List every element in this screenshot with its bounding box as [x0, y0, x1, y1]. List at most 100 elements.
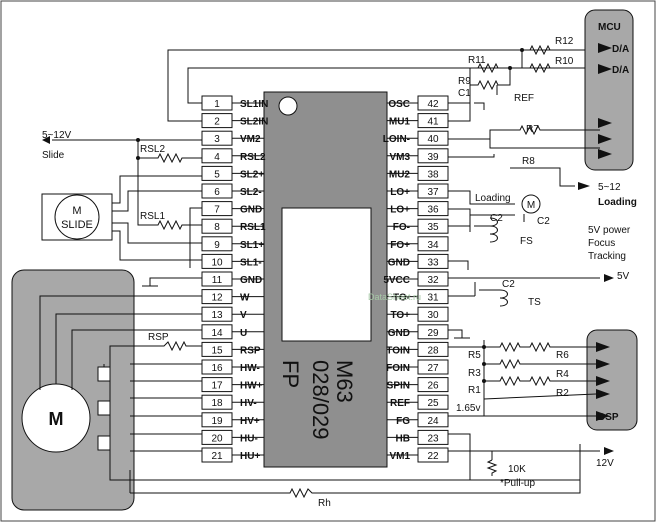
wire-r7-loop [489, 139, 600, 149]
mcu-arrow-4 [598, 134, 612, 144]
wire-gnd33 [448, 260, 469, 270]
pin-number: 4 [214, 152, 220, 163]
label-12v: 12V [596, 458, 614, 469]
pin-name: U [240, 328, 247, 339]
label-power3: Tracking [588, 251, 626, 262]
dsp-arrow-5 [596, 411, 610, 421]
label-loading-motor: Loading [475, 193, 511, 204]
dsp-arrow-3 [596, 376, 610, 386]
pin-name: 5VCC [383, 275, 410, 286]
pin-name: TO+ [390, 310, 410, 321]
slide-motor-name: SLIDE [61, 219, 93, 231]
label-r10: R10 [555, 56, 574, 67]
wire-lo1 [448, 190, 515, 205]
pin-name: RSL2 [240, 152, 266, 163]
label-r8: R8 [522, 156, 535, 167]
wire-hb [448, 433, 471, 480]
right-pin: 26 SPIN [387, 377, 449, 393]
resistor-rh [130, 444, 581, 499]
right-pin: 23 HB [387, 429, 449, 445]
pin-number: 21 [211, 451, 223, 462]
pin-name: REF [390, 398, 410, 409]
tracking-coil [499, 289, 508, 307]
label-rsp: RSP [148, 332, 169, 343]
label-10k: 10K [508, 464, 526, 475]
node-r1 [482, 379, 486, 383]
pin-number: 1 [214, 99, 220, 110]
pin-name: SL1- [240, 257, 262, 268]
pin-name: RSL1 [240, 222, 266, 233]
spindle-motor-block: M [11, 269, 581, 511]
wire-sl2m [111, 190, 202, 212]
pin-number: 34 [427, 240, 439, 251]
label-r12: R12 [555, 36, 574, 47]
label-rsl1: RSL1 [140, 211, 165, 222]
pin-name: TOIN [386, 345, 410, 356]
pin-number: 24 [427, 416, 439, 427]
resistor-r11 [470, 62, 522, 74]
wire-mu1 [448, 68, 471, 122]
pin-number: 18 [211, 398, 223, 409]
pin-number: 9 [214, 240, 220, 251]
label-power1: 5V power [588, 225, 631, 236]
pin-number: 26 [427, 381, 439, 392]
node-r10 [508, 66, 512, 70]
node-vm2 [136, 138, 140, 142]
focus-coil [489, 217, 498, 243]
label-r5: R5 [468, 350, 481, 361]
chip-part-line1: M63 [332, 360, 357, 403]
wire-vm3-mu2 [448, 154, 495, 158]
wire-v [55, 313, 202, 384]
wire-lo2 [448, 208, 515, 216]
pin-name: SPIN [387, 381, 410, 392]
pin-name: HB [396, 433, 410, 444]
wire-gnd7 [189, 207, 202, 268]
node-r12 [520, 48, 524, 52]
label-r11: R11 [468, 55, 486, 66]
wire-u [71, 329, 202, 390]
pin-number: 41 [427, 117, 439, 128]
chip-part-line2: 028/029 [308, 360, 333, 440]
pin-number: 30 [427, 310, 439, 321]
pin-number: 3 [214, 134, 220, 145]
wire-gnd29 [448, 329, 463, 338]
resistor-r9 [470, 68, 511, 91]
label-165v: 1.65v [456, 403, 480, 414]
pin-name: RSP [240, 345, 261, 356]
wire-c1-gnd [474, 102, 485, 110]
arrow-12v [604, 447, 614, 455]
pin-number: 37 [427, 187, 439, 198]
pin-number: 39 [427, 152, 439, 163]
resistor-rsp [109, 340, 202, 481]
pin1-marker [278, 96, 298, 116]
pin-name: HV+ [240, 416, 260, 427]
pin-name: GND [240, 205, 262, 216]
pin-number: 23 [427, 433, 439, 444]
label-r2: R2 [556, 388, 569, 399]
pin-number: 31 [427, 293, 439, 304]
resistor-r12 [522, 44, 585, 56]
resistor-10k [486, 459, 498, 476]
wire-sl2p [111, 175, 202, 204]
hall-sensor-v [97, 400, 111, 416]
label-r4: R4 [556, 369, 569, 380]
label-c2-loading: C2 [537, 216, 550, 227]
